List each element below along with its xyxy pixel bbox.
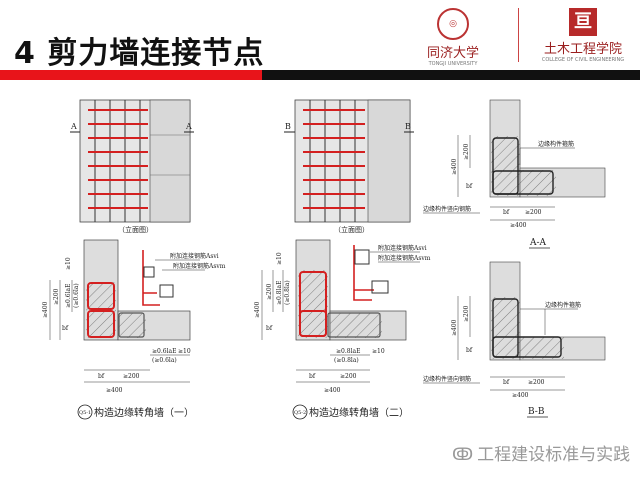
bb-dim-200: ≥200 bbox=[463, 305, 470, 322]
q52-dim-h400: ≥400 bbox=[324, 387, 341, 394]
bb-dim-b200: ≥200 bbox=[528, 379, 545, 386]
elevation-a-caption: （立面图） bbox=[118, 225, 153, 234]
civil-logo: 亘 土木工程学院 COLLEGE OF CIVIL ENGINEERING bbox=[528, 6, 638, 66]
bb-dim-400: ≥400 bbox=[451, 319, 458, 336]
tongji-name: 同济大学 bbox=[426, 46, 479, 61]
elevation-b: B B （立面图） bbox=[284, 99, 414, 234]
q51-label-asvi: 附加连接钢筋Asvi bbox=[170, 252, 219, 260]
q51-dim-v1: ≥0.6laE bbox=[65, 284, 72, 308]
aa-dim-bf: bf bbox=[466, 183, 473, 190]
section-b-b: 边缘构件箍筋 边缘构件竖向钢筋 ≥400 ≥200 bf bf ≥200 ≥40… bbox=[423, 261, 606, 418]
q51-dim-200: ≥200 bbox=[53, 288, 60, 305]
q51-dim-10: ≥10 bbox=[178, 348, 191, 355]
q52-dim-bf: bf bbox=[266, 325, 273, 332]
bb-dim-b400: ≥400 bbox=[512, 392, 529, 399]
plan-q5-2: 附加连接钢筋Asvi 附加连接钢筋Asvm ≥400 ≥200 ≥10 ≥0.8… bbox=[254, 239, 431, 420]
slide-title: 4 剪力墙连接节点 bbox=[14, 36, 265, 71]
tongji-logo: ◎ 同济大学 TONGJI UNIVERSITY bbox=[398, 6, 508, 67]
q51-dim-bf: bf bbox=[62, 325, 69, 332]
section-mark-a-left: A bbox=[70, 122, 77, 131]
title-underline-black bbox=[262, 70, 640, 80]
elevation-a: A A （立面图） bbox=[70, 99, 194, 234]
q51-dim-400: ≥400 bbox=[42, 301, 49, 318]
aa-dim-b200: ≥200 bbox=[525, 209, 542, 216]
logo-divider bbox=[518, 8, 519, 62]
q52-dim-v1b: (≥0.8la) bbox=[284, 280, 291, 305]
q51-dim-h1b: (≥0.6la) bbox=[152, 357, 177, 364]
aa-dim-400: ≥400 bbox=[451, 158, 458, 175]
bb-dim-bf: bf bbox=[466, 347, 473, 354]
aa-stirrup-label: 边缘构件箍筋 bbox=[538, 140, 574, 148]
q52-dim-h1: ≥0.8laE bbox=[336, 348, 360, 355]
tongji-sub: TONGJI UNIVERSITY bbox=[428, 61, 478, 67]
q52-dim-hbf: bf bbox=[309, 373, 316, 380]
q52-dim-10: ≥10 bbox=[372, 348, 385, 355]
section-mark-b-right: B bbox=[405, 122, 411, 131]
aa-title: A-A bbox=[529, 238, 547, 248]
title-underline-red bbox=[0, 70, 262, 80]
wechat-icon: ↂ bbox=[452, 445, 474, 465]
q52-dim-200: ≥200 bbox=[266, 283, 273, 300]
q51-dim-v1b: (≥0.6la) bbox=[73, 283, 80, 308]
q51-label-asvm: 附加连接钢筋Asvm bbox=[173, 262, 226, 270]
civil-sub: COLLEGE OF CIVIL ENGINEERING bbox=[541, 57, 625, 63]
q52-dim-top: ≥10 bbox=[276, 252, 283, 265]
q52-caption: 构造边缘转角墙（二） bbox=[309, 406, 409, 419]
elevation-b-caption: （立面图） bbox=[334, 225, 369, 234]
tongji-seal-icon: ◎ bbox=[437, 8, 469, 40]
section-a-a: 边缘构件箍筋 边缘构件竖向钢筋 ≥400 ≥200 bf bf ≥200 ≥40… bbox=[423, 99, 606, 249]
bb-title: B-B bbox=[528, 407, 545, 417]
q52-label-asvm: 附加连接钢筋Asvm bbox=[378, 254, 431, 262]
q51-dim-h1: ≥0.6laE bbox=[152, 348, 176, 355]
q52-dim-v1: ≥0.8laE bbox=[276, 281, 283, 305]
bb-dim-bbf: bf bbox=[503, 379, 510, 386]
q51-caption: 构造边缘转角墙（一） bbox=[94, 406, 194, 419]
aa-vertical-label: 边缘构件竖向钢筋 bbox=[423, 205, 471, 213]
q52-label-asvi: 附加连接钢筋Asvi bbox=[378, 244, 427, 252]
q51-dim-h400: ≥400 bbox=[106, 387, 123, 394]
civil-name: 土木工程学院 bbox=[543, 42, 622, 57]
q52-dim-400: ≥400 bbox=[254, 301, 261, 318]
q51-dim-top: ≥10 bbox=[65, 257, 72, 270]
q52-code: Q5-2 bbox=[294, 410, 306, 416]
watermark-text: 工程建设标准与实践 bbox=[477, 445, 631, 465]
section-mark-a-right: A bbox=[185, 122, 192, 131]
q51-dim-h200: ≥200 bbox=[123, 373, 140, 380]
aa-dim-200: ≥200 bbox=[463, 143, 470, 160]
bb-stirrup-label: 边缘构件箍筋 bbox=[545, 301, 581, 309]
q52-dim-h200: ≥200 bbox=[340, 373, 357, 380]
q51-dim-hbf: bf bbox=[98, 373, 105, 380]
q51-code: Q5-1 bbox=[79, 410, 91, 416]
q52-dim-h1b: (≥0.8la) bbox=[334, 357, 359, 364]
section-mark-b-left: B bbox=[285, 122, 291, 131]
civil-mark-icon: 亘 bbox=[569, 8, 597, 36]
plan-q5-1: 附加连接钢筋Asvi 附加连接钢筋Asvm ≥400 ≥200 ≥10 ≥0.6… bbox=[42, 239, 226, 420]
bb-vertical-label: 边缘构件竖向钢筋 bbox=[423, 375, 471, 383]
aa-dim-b400: ≥400 bbox=[510, 222, 527, 229]
aa-dim-bbf: bf bbox=[503, 209, 510, 216]
